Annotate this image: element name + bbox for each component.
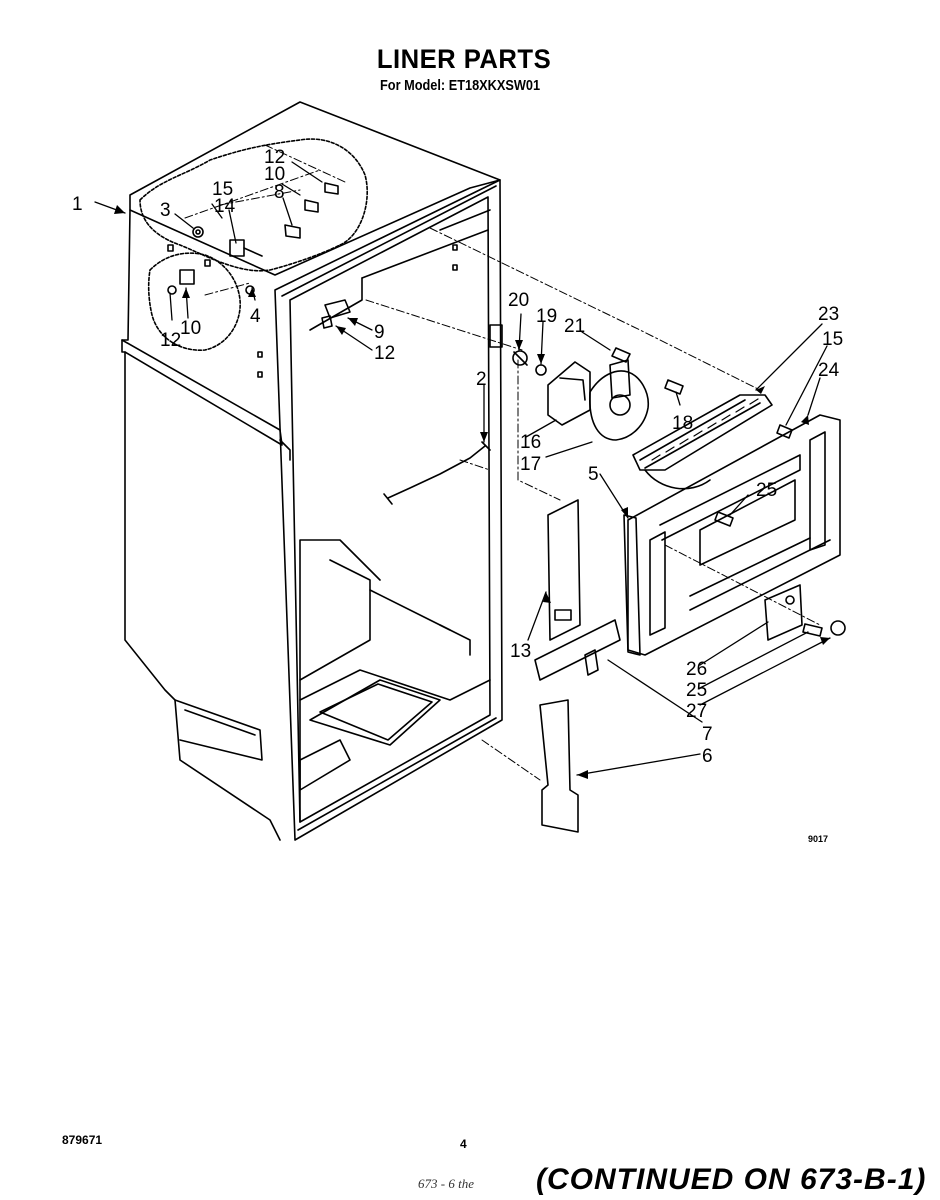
callout-19: 19 — [536, 306, 557, 327]
callouts: 1 2 3 4 5 6 7 8 9 10 10 12 12 12 13 14 1… — [72, 147, 843, 844]
callout-8: 8 — [274, 182, 285, 203]
callout-3: 3 — [160, 200, 171, 221]
callout-25-panel: 25 — [756, 480, 777, 501]
callout-1: 1 — [72, 194, 83, 215]
callout-5: 5 — [588, 464, 599, 485]
leader-lines — [94, 161, 831, 776]
callout-15-top: 15 — [212, 179, 233, 200]
callout-4: 4 — [250, 306, 261, 327]
page-number: 4 — [460, 1137, 467, 1151]
callout-24: 24 — [818, 360, 840, 381]
callout-10-left: 10 — [180, 318, 201, 339]
callout-23: 23 — [818, 304, 839, 325]
callout-20: 20 — [508, 290, 529, 311]
callout-25-lower: 25 — [686, 680, 707, 701]
callout-12-mid: 12 — [374, 343, 395, 364]
cabinet-shell — [121, 101, 503, 841]
callout-9: 9 — [374, 322, 385, 343]
callout-14: 14 — [214, 196, 236, 217]
continued-notice: (CONTINUED ON 673-B-1) — [536, 1163, 927, 1196]
callout-12-left: 12 — [160, 330, 181, 351]
callout-15-right: 15 — [822, 329, 843, 350]
callout-21: 21 — [564, 316, 585, 337]
model-subtitle: For Model: ET18XKXSW01 — [380, 77, 541, 94]
fan-assembly — [512, 347, 846, 833]
arrowheads — [114, 205, 830, 779]
callout-18: 18 — [672, 413, 693, 434]
callout-6: 6 — [702, 746, 713, 767]
alignment-lines — [184, 144, 821, 781]
callout-16: 16 — [520, 432, 541, 453]
handwritten-note: 673 - 6 the — [418, 1176, 474, 1191]
document-number: 879671 — [62, 1133, 103, 1147]
top-hardware — [167, 182, 503, 505]
callout-7: 7 — [702, 724, 713, 745]
callout-2: 2 — [476, 369, 487, 390]
callout-12-top: 12 — [264, 147, 285, 168]
callout-13: 13 — [510, 641, 531, 662]
page-title: LINER PARTS — [376, 44, 552, 74]
callout-17: 17 — [520, 454, 541, 475]
callout-26: 26 — [686, 659, 707, 680]
drawing-code: 9017 — [808, 834, 828, 844]
callout-10-top: 10 — [264, 164, 285, 185]
callout-27: 27 — [686, 701, 707, 722]
